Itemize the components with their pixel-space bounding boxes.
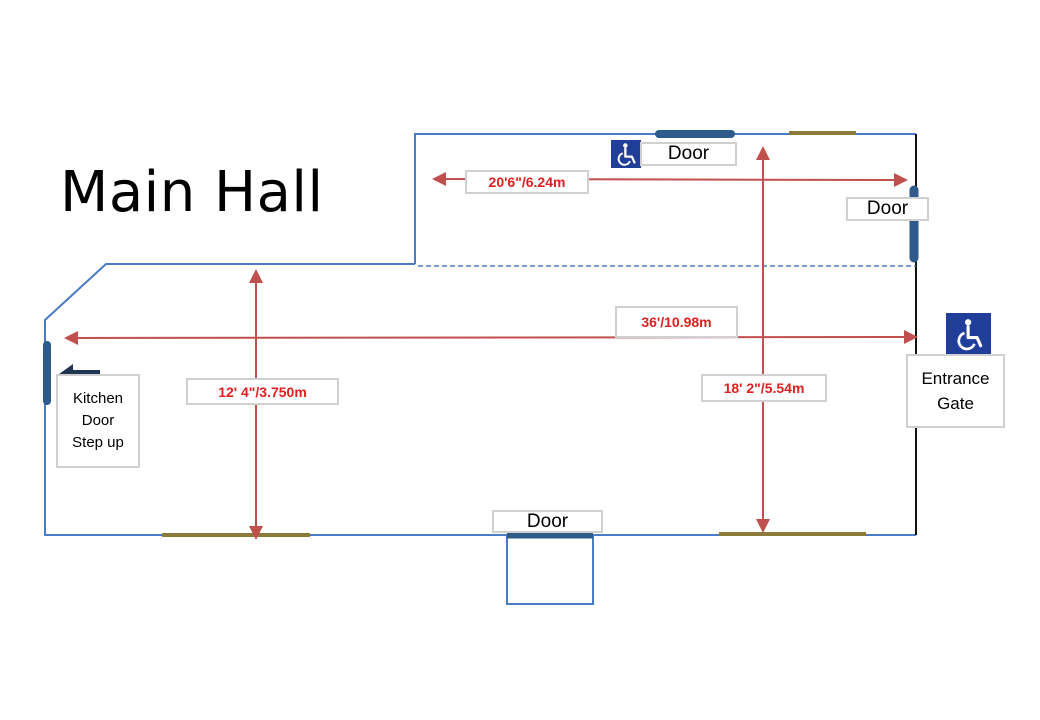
- door-bottom-label: Door: [492, 510, 603, 533]
- full-width-label: 36'/10.98m: [615, 306, 738, 338]
- porch-outline: [506, 535, 594, 605]
- dimension-left-depth: [249, 269, 263, 540]
- main-hall-wall: [44, 263, 916, 536]
- kitchen-label-line-3: Step up: [72, 434, 124, 451]
- dimension-full-width: [64, 330, 918, 345]
- left-depth-label: 12' 4"/3.750m: [186, 378, 339, 405]
- hall-outline: [414, 133, 916, 264]
- entrance-label-line-1: Entrance: [921, 369, 990, 388]
- page-title: Main Hall: [60, 160, 324, 225]
- entrance-gate-label: Entrance Gate: [906, 354, 1005, 428]
- right-depth-label: 18' 2"/5.54m: [701, 374, 827, 402]
- wheelchair-accessible-icon: [946, 313, 991, 354]
- top-width-label: 20'6"/6.24m: [465, 170, 589, 194]
- wheelchair-accessible-icon: [611, 140, 641, 168]
- entrance-label-line-2: Gate: [937, 394, 974, 413]
- dimension-right-depth: [756, 146, 770, 533]
- kitchen-label-line-2: Door: [81, 412, 115, 429]
- door-right-label: Door: [846, 197, 929, 221]
- kitchen-door-label: Kitchen Door Step up: [56, 374, 140, 468]
- kitchen-label-line-1: Kitchen: [72, 390, 124, 407]
- door-top-label: Door: [640, 142, 737, 166]
